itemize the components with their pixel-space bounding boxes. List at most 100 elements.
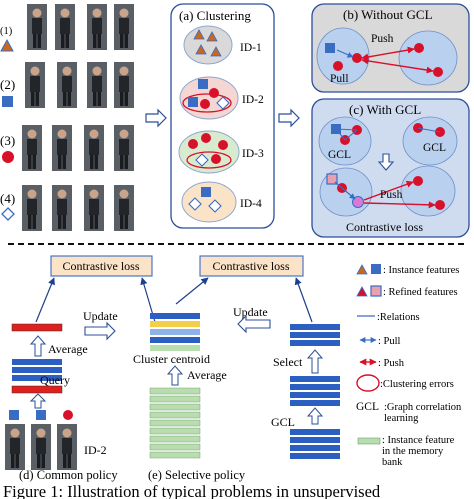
person-image [114, 62, 134, 108]
with-gcl-panel: (c) With GCL GCL GCL Push Contrastive lo… [311, 98, 470, 238]
arrow-right-icon [145, 108, 167, 128]
row-3: (3) [0, 125, 134, 171]
arrow-up-icon [306, 407, 324, 425]
diamond-icon [1, 207, 15, 221]
legend-instance: : Instance features [356, 264, 459, 276]
row-number: (3) [0, 133, 15, 148]
triangle-icon [356, 264, 368, 275]
person-image [114, 4, 134, 50]
cluster-id-1: ID-1 [183, 25, 262, 65]
cluster-id-2: ID-2 [179, 76, 264, 120]
row-1: (1) [0, 4, 134, 52]
svg-text:: Instance features: : Instance features [383, 265, 459, 276]
without-gcl-panel: (b) Without GCL Push Pull [311, 3, 470, 93]
contrastive-loss-label: Contrastive loss [213, 259, 290, 273]
person-image [55, 4, 75, 50]
gcl-label: GCL [271, 415, 295, 429]
query-label: Query [40, 373, 70, 387]
arrow-left-icon [237, 314, 271, 334]
svg-text:: Refined features: : Refined features [383, 287, 458, 298]
select-label: Select [273, 355, 303, 369]
square-icon [36, 410, 46, 420]
row-number: (1) [0, 26, 13, 37]
clustering-title: (a) Clustering [179, 8, 251, 23]
pull-label: Pull [330, 73, 349, 85]
with-gcl-title: (c) With GCL [349, 102, 421, 117]
error-ellipse-icon [356, 374, 380, 392]
average-label: Average [48, 342, 88, 356]
legend: : Instance features : Refined features :… [356, 264, 462, 468]
arrow-up-icon [29, 393, 47, 409]
legend-errors: :Clustering errors [356, 374, 454, 392]
person-image [87, 62, 107, 108]
legend-relations: :Relations [357, 312, 420, 323]
svg-text::Clustering errors: :Clustering errors [380, 379, 454, 390]
arrow-right-icon [84, 321, 116, 341]
person-image [57, 62, 77, 108]
selective-policy-caption: (e) Selective policy [148, 468, 246, 482]
gcl-label: GCL [423, 142, 446, 154]
common-policy-caption: (d) Common policy [19, 468, 118, 482]
circle-icon [2, 151, 14, 163]
cluster-label: ID-4 [240, 198, 262, 210]
arrow-up-icon [29, 335, 47, 357]
person-image [84, 125, 104, 171]
contrastive-loss-box [199, 255, 304, 277]
update-label: Update [233, 305, 268, 319]
person-image [22, 185, 42, 231]
square-icon [9, 410, 19, 420]
square-icon [371, 264, 381, 274]
selective-policy: Contrastive loss Update Cluster centroid… [133, 255, 340, 482]
cluster-label: ID-1 [240, 42, 262, 54]
square-icon [2, 96, 13, 107]
person-image [52, 185, 72, 231]
row-number: (4) [0, 191, 15, 206]
row-number: (2) [0, 77, 15, 92]
person-image [57, 424, 77, 470]
person-image [5, 424, 25, 470]
person-image [114, 185, 134, 231]
svg-text::Relations: :Relations [377, 312, 420, 323]
person-image [52, 125, 72, 171]
person-image [27, 4, 47, 50]
cluster-label: ID-2 [242, 94, 264, 106]
cluster-id-4: ID-4 [181, 181, 262, 223]
arrow-up-icon [306, 349, 324, 374]
clustering-panel: (a) Clustering ID-1 ID-2 [170, 3, 275, 229]
circle-icon [63, 410, 73, 420]
cluster-id-3: ID-3 [178, 130, 264, 174]
arrow-down-icon [377, 153, 395, 171]
cluster-label: ID-3 [242, 148, 264, 160]
average-label: Average [187, 368, 227, 382]
gcl-label: GCL [328, 149, 351, 161]
row-2: (2) [0, 62, 134, 108]
common-policy: Contrastive loss Update Average Query ID… [5, 255, 156, 482]
square-icon [370, 285, 382, 297]
legend-pull: : Pull [359, 336, 401, 347]
update-label: Update [83, 309, 118, 323]
push-label: Push [371, 33, 394, 45]
person-image [31, 424, 51, 470]
person-image [87, 4, 107, 50]
without-gcl-title: (b) Without GCL [343, 7, 433, 22]
contrastive-loss-box [50, 255, 153, 277]
triangle-icon [0, 38, 14, 52]
arrow-up-icon [166, 365, 184, 386]
figure-caption: Figure 1: Illustration of typical proble… [3, 482, 381, 499]
legend-refined: : Refined features [356, 285, 458, 298]
arrow-right-icon [278, 108, 300, 128]
contrastive-loss-label: Contrastive loss [346, 220, 423, 234]
contrastive-loss-label: Contrastive loss [63, 259, 140, 273]
person-image [22, 125, 42, 171]
svg-text:: Push: : Push [378, 358, 405, 369]
row-4: (4) [0, 185, 134, 231]
cluster-centroid-label: Cluster centroid [133, 352, 210, 366]
triangle-icon [356, 286, 368, 297]
memory-bar-icon [357, 437, 381, 445]
person-image [114, 125, 134, 171]
id-label: ID-2 [84, 443, 107, 457]
person-image [84, 185, 104, 231]
